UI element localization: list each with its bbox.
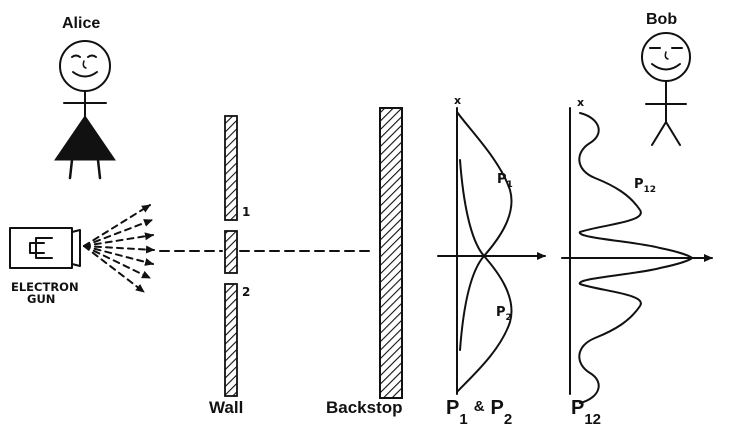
wall-upper-segment	[224, 115, 238, 221]
electron-ray	[83, 245, 145, 293]
bob-figure: Bob	[641, 11, 691, 146]
curve-p1-label: P1	[497, 172, 513, 190]
curve-p2	[456, 159, 513, 393]
gun-cathode	[35, 237, 53, 259]
alice-nose	[82, 60, 87, 69]
wall-lower-segment	[224, 283, 238, 397]
electron-ray	[83, 245, 155, 254]
curve-p12-subscript: 12	[644, 185, 657, 195]
backstop-label: Backstop	[326, 398, 403, 417]
alice-right-eye	[87, 54, 97, 58]
curve-p1	[456, 111, 513, 351]
graph-right-axis-x: x	[577, 96, 584, 109]
curve-p12-label: P12	[634, 177, 656, 195]
bob-label: Bob	[646, 11, 677, 28]
graph-left-axis-x: x	[454, 94, 461, 107]
alice-mouth	[72, 71, 98, 78]
alice-right-leg	[96, 158, 102, 180]
bob-left-leg	[651, 121, 667, 146]
slit-1-label: 1	[242, 205, 250, 219]
bob-nose	[664, 51, 669, 60]
curve-p1-letter: P	[497, 172, 507, 187]
electron-gun: ELECTRON GUN	[9, 227, 81, 306]
graph-left-caption: P1&P2	[446, 397, 512, 428]
electron-ray	[83, 245, 151, 279]
wall: 1 2 Wall	[209, 115, 250, 417]
curve-p2-subscript: 2	[506, 313, 512, 323]
bob-right-leg	[665, 121, 681, 146]
graph-right-caption: P12	[571, 397, 601, 428]
alice-left-eye	[71, 54, 81, 58]
wall-label: Wall	[209, 398, 243, 417]
backstop-plate	[379, 107, 403, 399]
electron-ray	[83, 219, 153, 247]
gun-label-line1: ELECTRON	[11, 280, 79, 294]
slit-2-label: 2	[242, 285, 250, 299]
caption-p2-letter: P	[491, 397, 504, 419]
alice-head	[59, 40, 111, 92]
caption-p1-subscript: 1	[459, 411, 467, 428]
electron-ray	[83, 245, 154, 266]
gun-nozzle	[71, 229, 81, 267]
caption-p12-letter: P	[571, 397, 584, 419]
alice-skirt	[54, 115, 116, 161]
gun-body	[9, 227, 73, 269]
caption-p2-subscript: 2	[504, 411, 512, 428]
curve-p12	[578, 112, 693, 404]
graph-p12: x P12 P12	[561, 96, 713, 428]
alice-label: Alice	[62, 15, 100, 32]
curve-p1-subscript: 1	[507, 180, 513, 190]
curve-p2-label: P2	[496, 305, 512, 323]
backstop: Backstop	[326, 107, 403, 417]
electron-ray	[83, 204, 151, 247]
caption-p12-subscript: 12	[584, 411, 601, 428]
electron-spray	[83, 204, 155, 293]
curve-p12-letter: P	[634, 177, 644, 192]
alice-left-leg	[68, 158, 74, 180]
curve-p2-letter: P	[496, 305, 506, 320]
caption-p1-letter: P	[446, 397, 459, 419]
gun-label-line2: GUN	[27, 292, 55, 306]
graph-p1-p2: x P1 P2 P1&P2	[437, 94, 546, 428]
bob-mouth	[651, 63, 681, 71]
caption-ampersand: &	[474, 398, 485, 415]
alice-figure: Alice	[54, 15, 116, 180]
gun-filament	[29, 242, 45, 254]
wall-middle-segment	[224, 230, 238, 274]
electron-ray	[83, 232, 154, 247]
